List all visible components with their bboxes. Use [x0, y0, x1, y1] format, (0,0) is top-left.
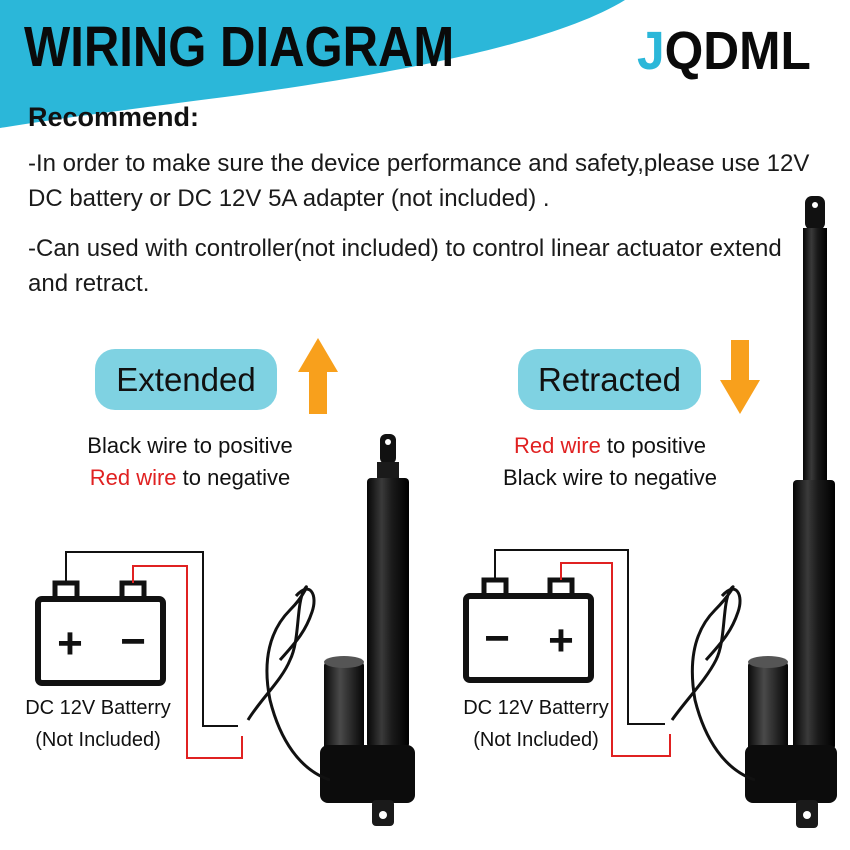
extended-wires — [65, 551, 243, 759]
retracted-red-wire: Red wire — [514, 433, 601, 458]
recommend-heading: Recommend: — [28, 102, 200, 132]
retracted-battery-note: (Not Included) — [473, 729, 599, 751]
retracted-wiring-instructions: Red wire to positive Black wire to negat… — [460, 430, 760, 494]
retracted-battery-negative-terminal: − — [484, 614, 510, 663]
extended-linear-actuator — [246, 434, 415, 826]
retracted-battery-icon — [463, 577, 594, 683]
brand-logo-first-letter: J — [637, 21, 665, 81]
extended-battery-negative-terminal: − — [120, 617, 146, 666]
extended-red-wire: Red wire — [89, 465, 177, 490]
retracted-wires — [494, 549, 671, 757]
extended-battery-icon — [35, 580, 166, 686]
retracted-positive-text: to positive — [600, 433, 706, 458]
page-title: WIRING DIAGRAM — [24, 15, 455, 79]
extended-battery-caption: DC 12V Batterry (Not Included) — [0, 692, 198, 756]
retracted-negative-text: to negative — [603, 465, 717, 490]
extended-label: Extended — [95, 349, 277, 410]
recommend-line-2: -Can used with controller(not included) … — [28, 235, 782, 297]
retracted-black-wire: Black wire — [503, 465, 604, 490]
extended-wiring-instructions: Black wire to positive Red wire to negat… — [40, 430, 340, 494]
retracted-label: Retracted — [518, 349, 701, 410]
extended-battery-label: DC 12V Batterry — [25, 697, 171, 719]
retracted-battery-positive-terminal: + — [548, 616, 574, 665]
down-arrow-icon — [720, 340, 760, 414]
brand-logo-rest: QDML — [664, 21, 811, 81]
extended-battery-note: (Not Included) — [35, 729, 161, 751]
recommend-line-1: -In order to make sure the device perfor… — [28, 150, 810, 212]
retracted-battery-caption: DC 12V Batterry (Not Included) — [436, 692, 636, 756]
up-arrow-icon — [298, 338, 338, 414]
retracted-battery-label: DC 12V Batterry — [463, 697, 609, 719]
retracted-linear-actuator — [670, 196, 837, 828]
extended-positive-text: to positive — [187, 433, 293, 458]
brand-logo: JQDML — [637, 20, 811, 82]
extended-black-wire: Black wire — [87, 433, 188, 458]
extended-battery-positive-terminal: + — [57, 619, 83, 668]
extended-negative-text: to negative — [176, 465, 291, 490]
